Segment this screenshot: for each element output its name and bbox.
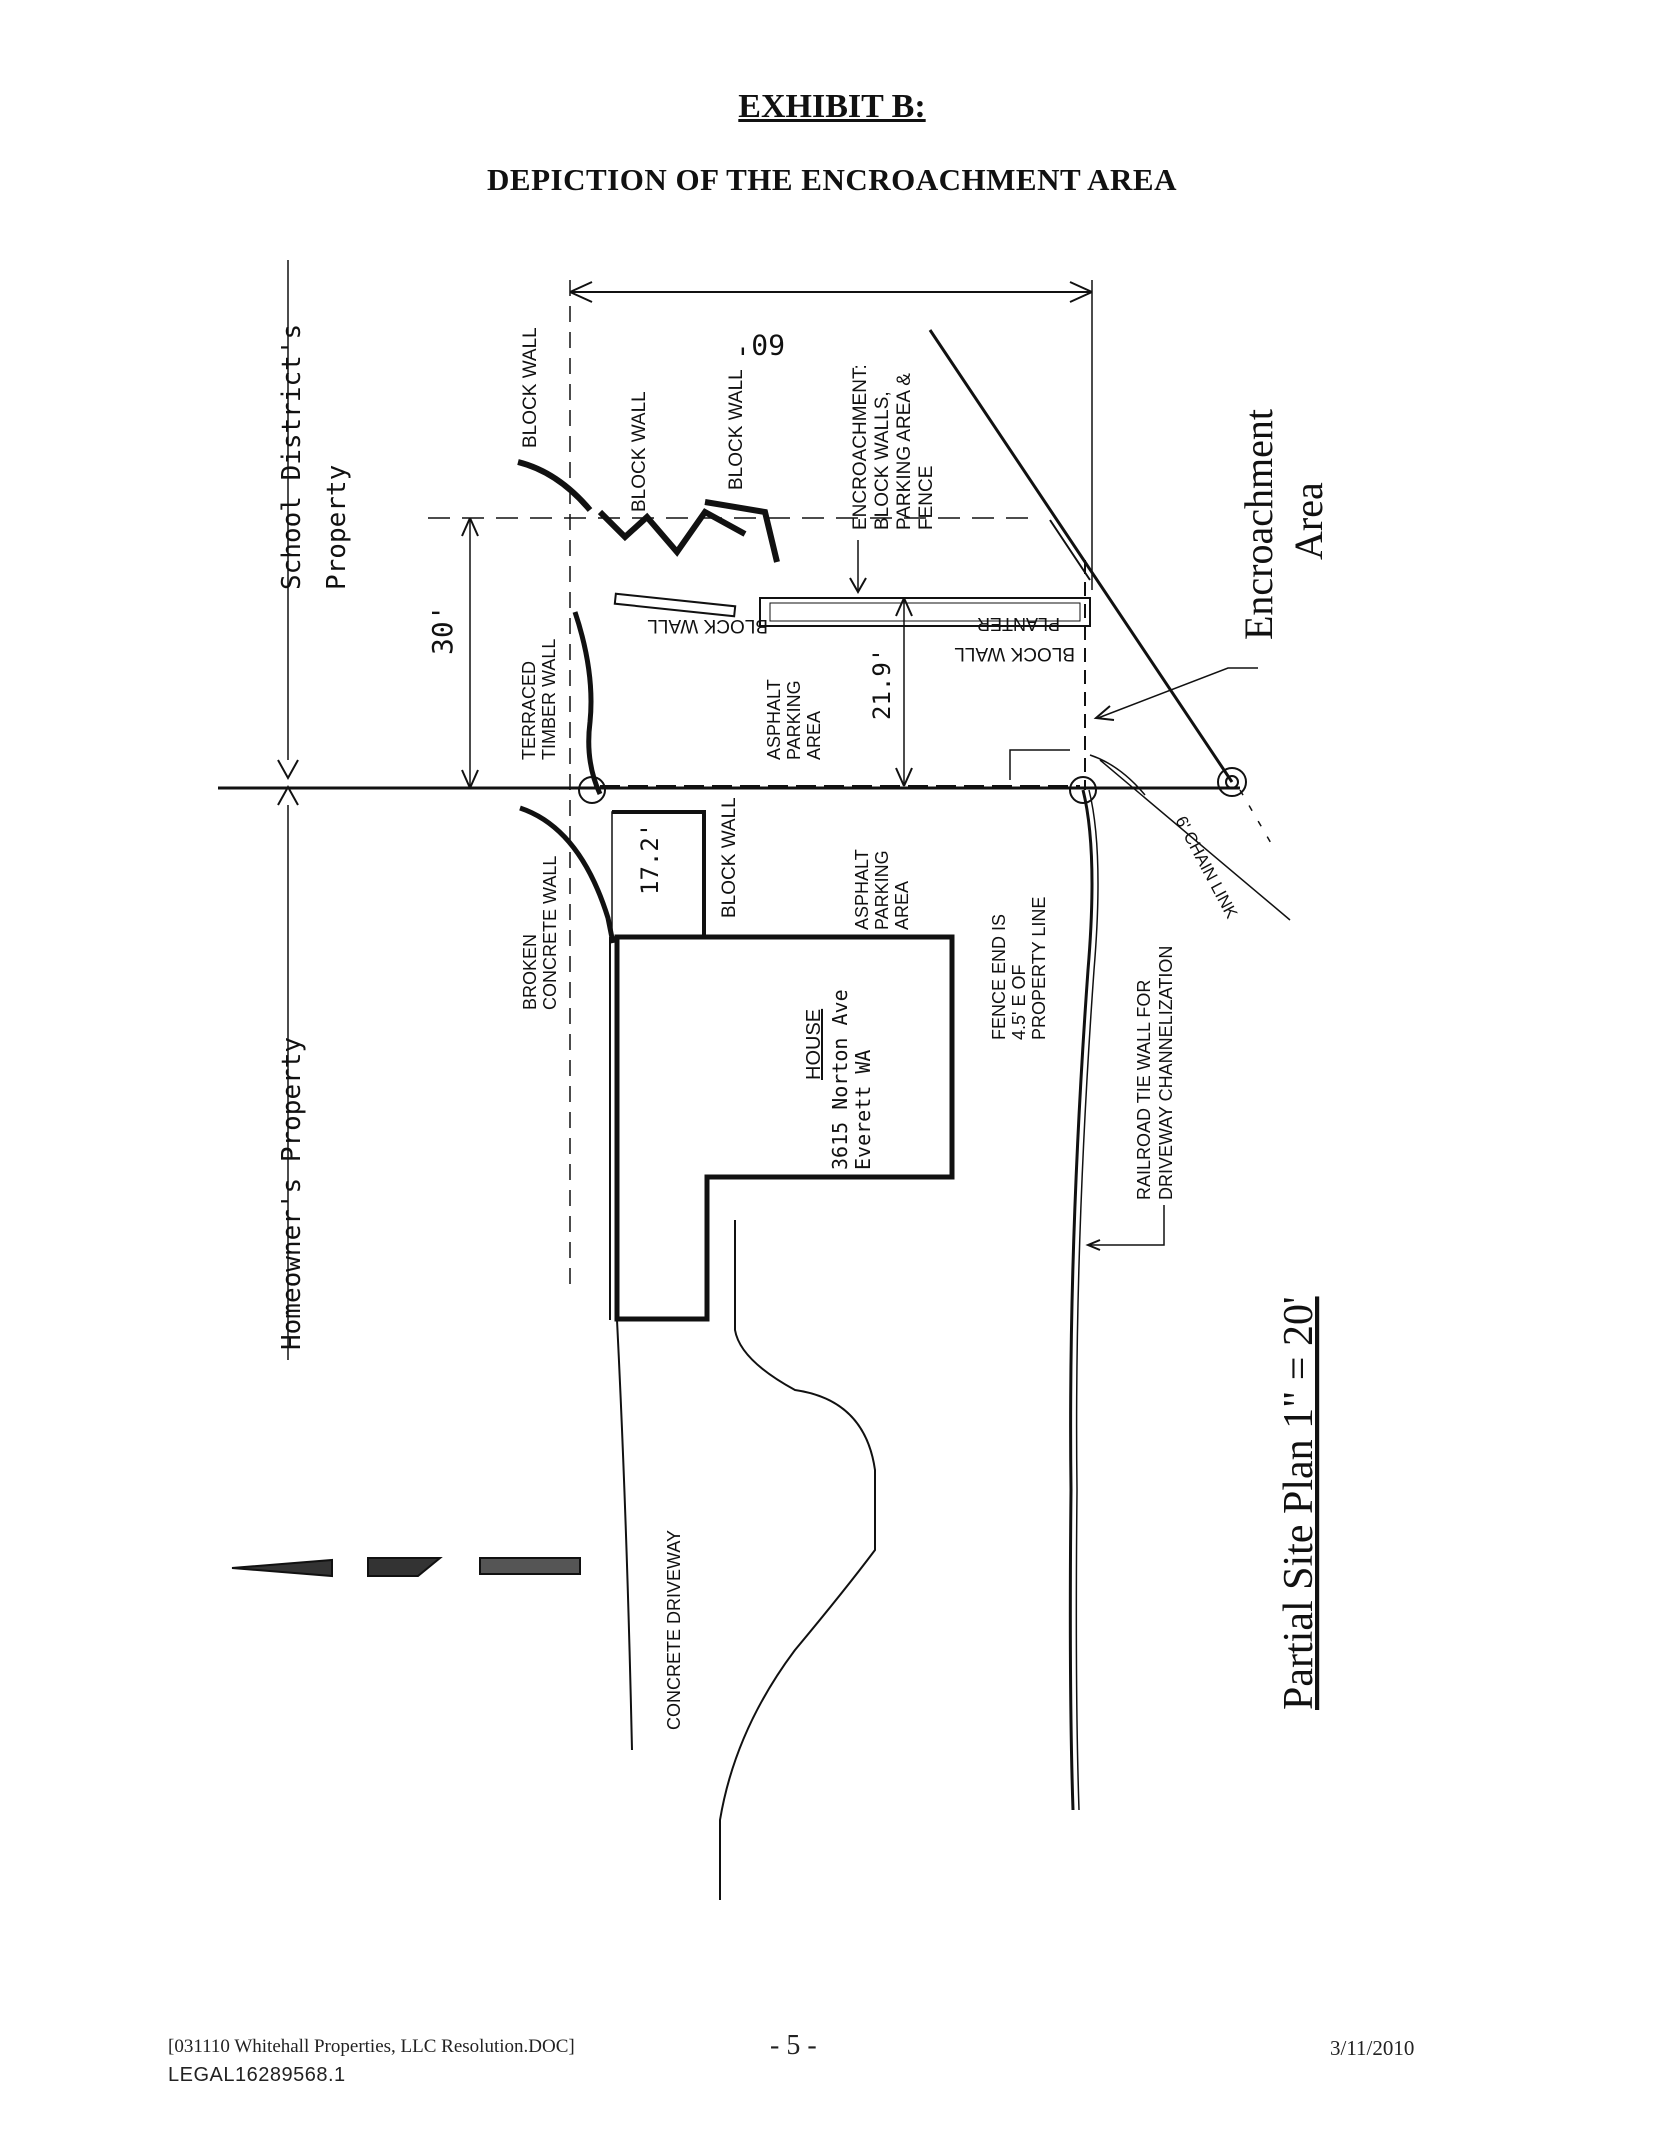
asphalt-label-2b: PARKING [872, 850, 892, 930]
chain-link-label: 6' CHAIN LINK [1171, 813, 1241, 922]
school-property-label: Property [322, 465, 352, 590]
address-line-1: 3615 Norton Ave [828, 989, 852, 1170]
asphalt-label-2c: AREA [892, 881, 912, 930]
driveway-west-edge [616, 1319, 633, 1751]
footer-date: 3/11/2010 [1330, 2036, 1415, 2060]
fence-end-label-1: FENCE END IS [989, 914, 1009, 1040]
school-arrow-head [277, 759, 299, 781]
railroad-leader-head [1085, 1239, 1101, 1251]
encroachment-area-leader [1097, 667, 1258, 719]
broken-wall-label-2: CONCRETE WALL [540, 856, 560, 1010]
site-plan-scale-label: Partial Site Plan 1" = 20' [1276, 1296, 1322, 1710]
encroachment-area-leader-head [1093, 705, 1115, 721]
broken-concrete-wall [519, 805, 616, 944]
asphalt-label-2a: ASPHALT [852, 849, 872, 930]
dimension-arrows-21-9 [895, 597, 913, 787]
railroad-label-1: RAILROAD TIE WALL FOR [1134, 980, 1154, 1200]
terraced-label-1: TERRACED [519, 661, 539, 760]
house-label: HOUSE [803, 1009, 825, 1080]
footer-legal-id: LEGAL16289568.1 [168, 2064, 346, 2086]
fence-end-label-2: 4.5' E OF [1009, 965, 1029, 1040]
encroach-note-1: ENCROACHMENT: [850, 364, 871, 530]
corner-marker-east [1069, 776, 1097, 804]
homeowner-property-label: Homeowner's Property [277, 1037, 307, 1350]
dimension-arrows-60 [569, 281, 1093, 303]
fence-end-label-3: PROPERTY LINE [1029, 897, 1049, 1040]
dimension-17-2-label: 17.2' [636, 823, 664, 895]
chain-link-dash [1239, 789, 1276, 851]
encroach-leader-head [849, 577, 867, 595]
terraced-label-2: TIMBER WALL [539, 639, 559, 760]
planter-label: PLANTER [977, 614, 1060, 634]
encroachment-area-label-2: Area [1286, 482, 1331, 560]
document-subtitle: DEPICTION OF THE ENCROACHMENT AREA [487, 162, 1177, 197]
school-district-label: School District's [277, 324, 307, 590]
dimension-21-9-label: 21.9' [868, 648, 896, 720]
terraced-timber-wall [572, 611, 603, 796]
exhibit-title: EXHIBIT B: [738, 88, 926, 125]
driveway-label: CONCRETE DRIVEWAY [664, 1530, 684, 1730]
asphalt-label-1b: PARKING [784, 680, 804, 760]
block-wall-label-3: BLOCK WALL [726, 369, 747, 490]
encroach-note-4: FENCE [916, 466, 937, 530]
corner-marker-ne-inner [1225, 775, 1239, 789]
block-wall-label-5: BLOCK WALL [719, 797, 740, 918]
block-wall-4 [613, 592, 737, 618]
block-wall-label-4: BLOCK WALL [647, 615, 768, 636]
block-wall-label-6: BLOCK WALL [954, 643, 1075, 664]
house-outline [614, 934, 955, 1322]
planter-box [759, 597, 1091, 627]
north-arrow-tail [479, 1557, 581, 1575]
railroad-leader [1089, 1205, 1165, 1246]
dimension-arrows-30 [461, 517, 479, 789]
fence-curve [1089, 754, 1146, 796]
corner-marker-west [578, 776, 606, 804]
footer-document-ref: [031110 Whitehall Properties, LLC Resolu… [168, 2036, 575, 2057]
block-wall-label-2: BLOCK WALL [629, 391, 650, 512]
encroachment-area-label-1: Encroachment [1236, 409, 1281, 640]
asphalt-label-1c: AREA [804, 711, 824, 760]
encroach-note-2: BLOCK WALLS, [872, 391, 893, 530]
driveway-east-edge [719, 1220, 876, 1900]
block-wall-1 [517, 459, 593, 512]
encroach-note-3: PARKING AREA & [894, 373, 915, 530]
dimension-30-label: 30' [426, 604, 459, 655]
dimension-60-label: 60' [734, 328, 785, 361]
railroad-tie-wall-inner [1075, 789, 1099, 1811]
block-wall-2 [597, 508, 747, 557]
asphalt-label-1a: ASPHALT [764, 679, 784, 760]
fence-end-leader [1009, 749, 1070, 780]
corner-marker-ne [1217, 767, 1247, 797]
homeowner-arrow-head [277, 784, 299, 806]
address-line-2: Everett WA [851, 1050, 875, 1170]
fence-segment [1049, 519, 1091, 581]
railroad-label-2: DRIVEWAY CHANNELIZATION [1156, 946, 1176, 1200]
diagonal-fence [928, 329, 1234, 783]
planter-inner [769, 602, 1081, 622]
north-arrow-n [367, 1557, 443, 1577]
chain-link-fence [1099, 759, 1291, 921]
broken-wall-label-1: BROKEN [520, 934, 540, 1010]
block-wall-3 [704, 499, 780, 563]
north-arrow-head [231, 1558, 333, 1578]
block-wall-label-1: BLOCK WALL [520, 327, 541, 448]
footer-page-number: - 5 - [770, 2030, 817, 2061]
railroad-tie-wall [1068, 789, 1094, 1811]
